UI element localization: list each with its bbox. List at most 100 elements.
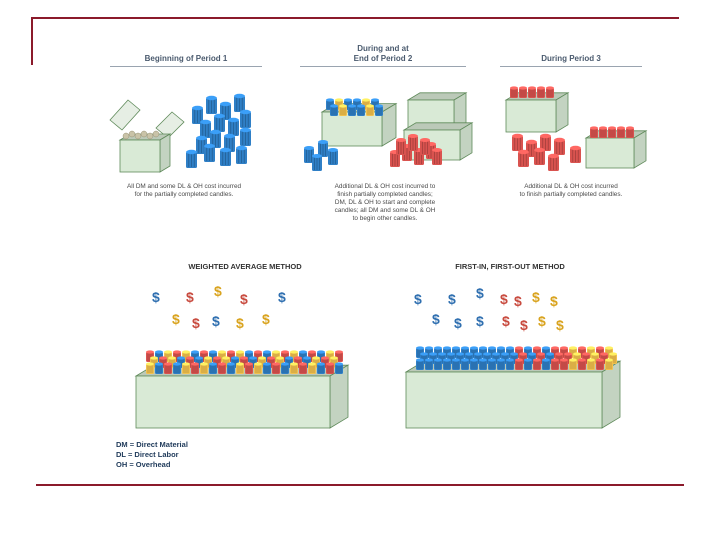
candle bbox=[470, 358, 478, 370]
candle bbox=[548, 153, 559, 171]
candle-top bbox=[425, 358, 433, 362]
candle-top bbox=[371, 98, 379, 102]
open-lid bbox=[109, 99, 141, 131]
candle-top bbox=[318, 140, 328, 144]
dollar-sign: $ bbox=[212, 313, 220, 329]
candle-top bbox=[303, 356, 311, 360]
candle-top bbox=[281, 350, 289, 354]
candle bbox=[546, 86, 554, 98]
candle-top bbox=[173, 362, 181, 366]
fifo-illustration: $$$$$$$$$$$$$$ bbox=[404, 285, 622, 429]
candle bbox=[461, 358, 469, 370]
candle bbox=[220, 147, 231, 166]
candle-top bbox=[456, 352, 464, 356]
candle-top bbox=[299, 362, 307, 366]
candle bbox=[196, 135, 207, 154]
candle-top bbox=[452, 346, 460, 350]
candle bbox=[506, 358, 514, 370]
candle-top bbox=[209, 362, 217, 366]
candle-top bbox=[236, 145, 247, 151]
candle-top bbox=[272, 350, 280, 354]
candle-top bbox=[570, 145, 581, 151]
candle bbox=[524, 358, 532, 370]
candle-top bbox=[182, 362, 190, 366]
candle bbox=[214, 113, 225, 132]
dollar-sign: $ bbox=[172, 311, 180, 327]
period-2-caption: Additional DL & OH cost incurred to fini… bbox=[300, 183, 470, 223]
wax-chip bbox=[122, 132, 130, 140]
candle-top bbox=[168, 356, 176, 360]
candle bbox=[272, 362, 280, 374]
candle bbox=[245, 362, 253, 374]
candle-top bbox=[236, 350, 244, 354]
candle bbox=[348, 104, 356, 116]
candle bbox=[366, 104, 374, 116]
candle-top bbox=[236, 362, 244, 366]
candle-top bbox=[587, 346, 595, 350]
candle bbox=[182, 362, 190, 374]
candle-top bbox=[335, 350, 343, 354]
caption-line: Additional DL & OH cost incurred to bbox=[334, 183, 436, 190]
caption-line: for the partially completed candles. bbox=[134, 191, 234, 198]
dollar-sign: $ bbox=[262, 311, 270, 327]
candle-top bbox=[416, 346, 424, 350]
candle-top bbox=[510, 86, 518, 90]
candle bbox=[408, 134, 418, 151]
candle-top bbox=[357, 104, 365, 108]
candle bbox=[254, 362, 262, 374]
weighted-average-illustration: $$$$$$$$$$ bbox=[134, 283, 350, 429]
candle-top bbox=[164, 350, 172, 354]
candle-top bbox=[200, 362, 208, 366]
wax-chip bbox=[128, 130, 136, 138]
candle bbox=[605, 358, 613, 370]
box-front bbox=[505, 99, 557, 133]
candle-top bbox=[420, 352, 428, 356]
candle-top bbox=[164, 362, 172, 366]
dollar-sign: $ bbox=[414, 291, 422, 307]
candle-top bbox=[312, 356, 320, 360]
candle-top bbox=[281, 362, 289, 366]
candle-top bbox=[420, 138, 430, 142]
candle bbox=[335, 362, 343, 374]
candle-top bbox=[159, 356, 167, 360]
candle-top bbox=[375, 104, 383, 108]
candle-top bbox=[308, 362, 316, 366]
candle-top bbox=[506, 358, 514, 362]
period-2-title: During and at End of Period 2 bbox=[300, 44, 466, 64]
candle-top bbox=[537, 352, 545, 356]
candle-top bbox=[524, 346, 532, 350]
frame-left-rule bbox=[31, 17, 33, 65]
dollar-sign: $ bbox=[520, 317, 528, 333]
candle bbox=[200, 362, 208, 374]
candle-top bbox=[432, 148, 442, 152]
candle-top bbox=[304, 146, 314, 150]
candle bbox=[240, 127, 251, 146]
candle-top bbox=[195, 356, 203, 360]
wax-chip bbox=[146, 132, 154, 140]
candle-top bbox=[328, 148, 338, 152]
dollar-sign: $ bbox=[186, 289, 194, 305]
candle bbox=[146, 362, 154, 374]
candle-top bbox=[560, 346, 568, 350]
candle-top bbox=[396, 138, 406, 142]
wax-chip bbox=[140, 130, 148, 138]
candle bbox=[551, 358, 559, 370]
candle-top bbox=[186, 149, 197, 155]
candle-top bbox=[317, 350, 325, 354]
fifo-title: FIRST-IN, FIRST-OUT METHOD bbox=[455, 262, 565, 271]
candle bbox=[299, 362, 307, 374]
candle bbox=[518, 149, 529, 167]
candle-top bbox=[146, 350, 154, 354]
candle-top bbox=[326, 98, 334, 102]
wax-chip bbox=[134, 132, 142, 140]
candle-top bbox=[438, 352, 446, 356]
candle-top bbox=[234, 93, 245, 99]
candle bbox=[420, 138, 430, 155]
caption-line: to begin other candles. bbox=[352, 215, 418, 222]
candle bbox=[375, 104, 383, 116]
candle bbox=[312, 154, 322, 171]
candle-top bbox=[434, 358, 442, 362]
candle bbox=[434, 358, 442, 370]
candle bbox=[236, 362, 244, 374]
candle bbox=[357, 104, 365, 116]
